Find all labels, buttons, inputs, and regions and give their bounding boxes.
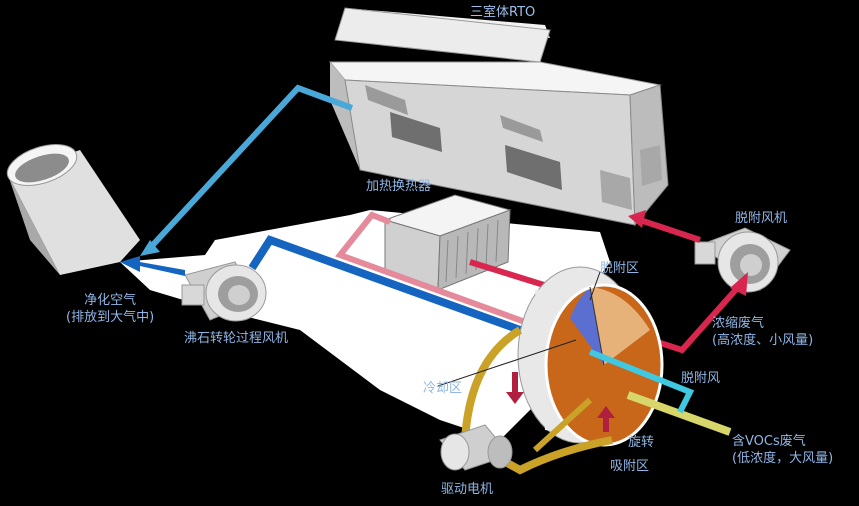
clean-air-arrowhead: [140, 240, 160, 256]
clean-air-label: 净化空气 (排放到大气中): [66, 292, 154, 326]
cooling-zone-leader: [437, 339, 577, 387]
process-fan-label: 沸石转轮过程风机: [184, 331, 289, 346]
concentrated-gas-label-line2: (高浓度、小风量): [712, 333, 814, 348]
adsorption-zone-label: 吸附区: [610, 459, 650, 474]
concentrated-gas-arrowhead: [730, 272, 748, 296]
adsorption-zone-leader: [589, 271, 601, 301]
process-duct: [248, 235, 522, 334]
exhaust-stack: [6, 144, 140, 275]
clean-air-label-line2: (排放到大气中): [66, 310, 155, 325]
heat-exchanger: [383, 194, 512, 291]
voc-gas-label-line2: (低浓度，大风量): [732, 451, 834, 466]
process-exhaust-arrow: [120, 256, 185, 276]
desorption-fan: [694, 227, 791, 293]
heat-exchanger-label: 加热换热器: [366, 179, 432, 194]
voc-inlet-duct: [626, 391, 732, 436]
desorption-sector: [590, 287, 650, 365]
voc-gas-label-line1: 含VOCs废气: [732, 434, 806, 449]
drive-motor: [439, 424, 513, 471]
clean-air-label-line1: 净化空气: [84, 293, 137, 308]
desorption-fan-label: 脱附风机: [735, 211, 788, 226]
desorption-zone-label: 脱附区: [600, 261, 640, 276]
concentrated-gas-label: 浓缩废气 (高浓度、小风量): [712, 315, 813, 349]
desorption-air-duct: [588, 349, 695, 414]
rotation-arrow-top: [506, 372, 524, 404]
rotation-label: 旋转: [628, 435, 655, 450]
rotation-arrow-bottom: [597, 406, 615, 432]
clean-air-duct: [147, 84, 354, 251]
concentrated-gas-label-line1: 浓缩废气: [712, 316, 765, 331]
process-fan: [181, 261, 267, 322]
cooling-sector: [570, 287, 604, 365]
desorption-air-label: 脱附风: [681, 371, 721, 386]
rto-label: 三室体RTO: [470, 5, 536, 20]
zeolite-rotor: [517, 266, 664, 447]
cooling-zone-label: 冷却区: [423, 381, 463, 396]
drive-motor-label: 驱动电机: [441, 482, 494, 497]
rto-inlet-duct: [639, 217, 701, 243]
rto-unit: [328, 7, 669, 227]
rto-inlet-arrowhead: [628, 210, 646, 228]
voc-gas-label: 含VOCs废气 (低浓度，大风量): [732, 433, 833, 467]
heated-desorption-duct: [335, 211, 530, 326]
